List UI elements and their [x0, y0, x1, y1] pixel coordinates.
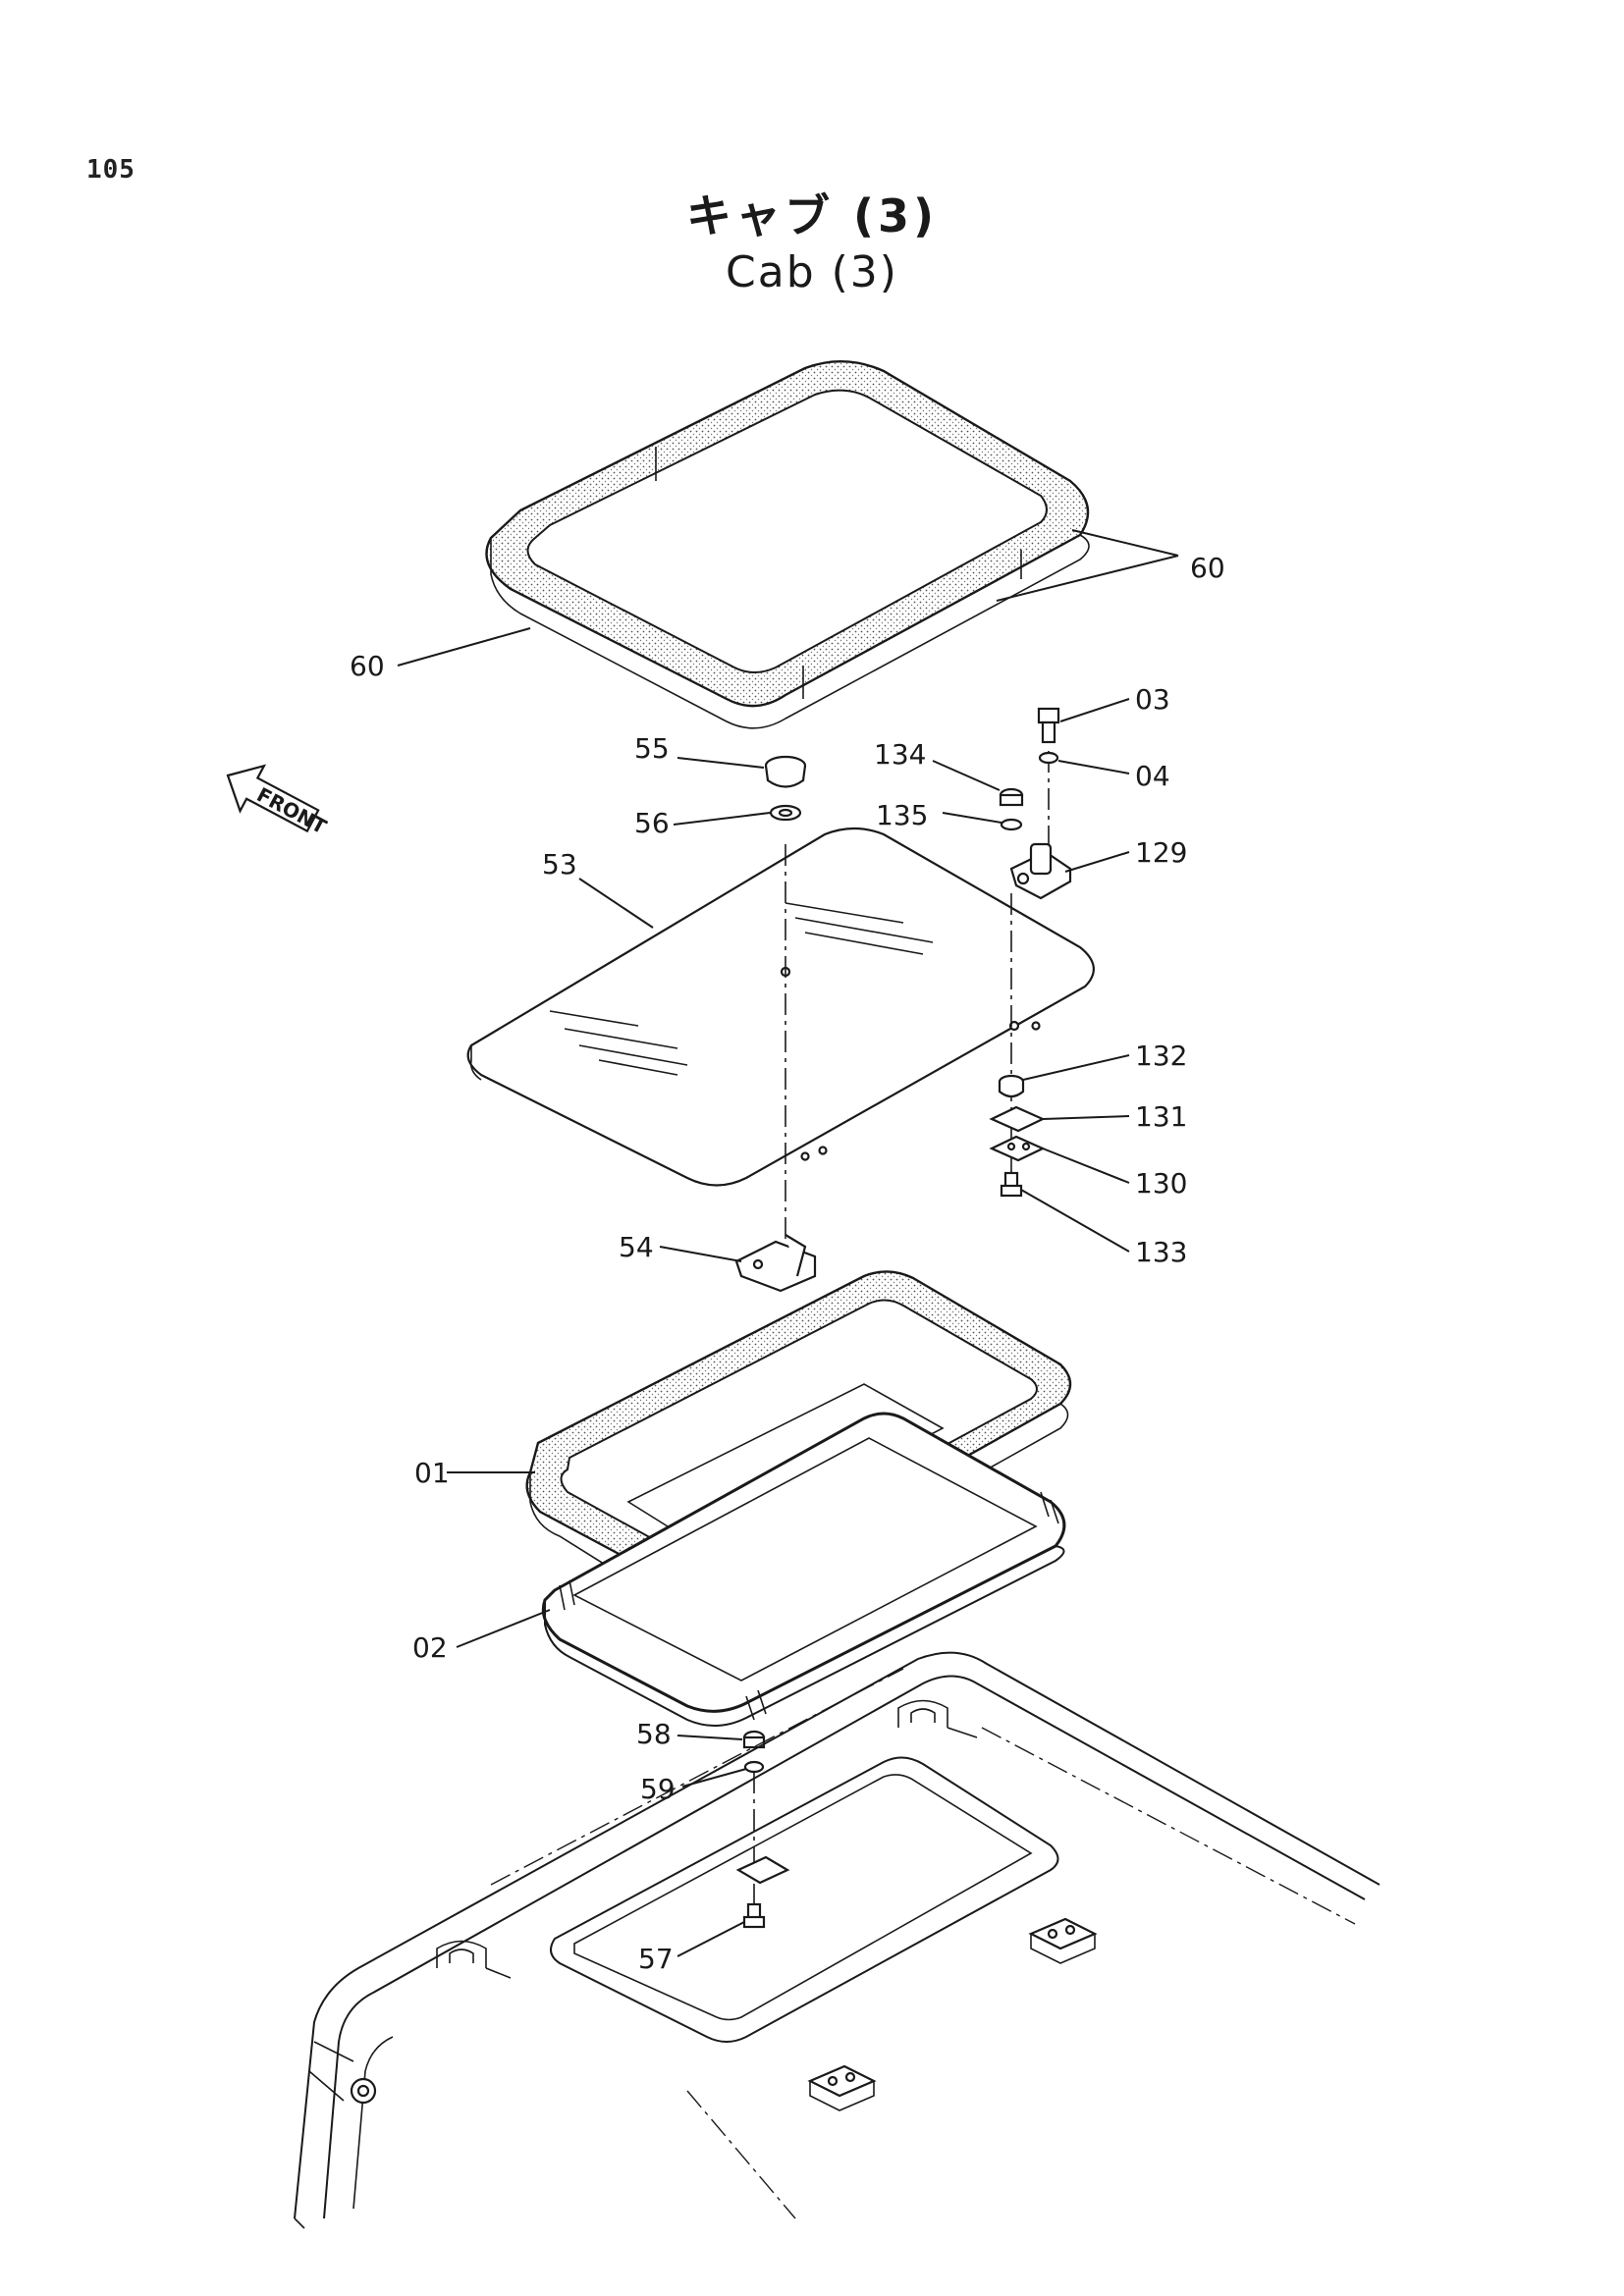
callout-133: 133	[1135, 1236, 1187, 1268]
callout-55: 55	[634, 732, 670, 765]
leader-lines	[397, 529, 1179, 1957]
part-56-bushing	[769, 804, 802, 822]
part-135-washer	[1000, 818, 1023, 831]
part-04-washer	[1038, 751, 1059, 765]
part-01-seal-frame	[525, 1270, 1072, 1619]
callout-57: 57	[638, 1943, 674, 1975]
callout-130: 130	[1135, 1167, 1187, 1200]
part-03-bolt	[1037, 707, 1060, 744]
callout-59: 59	[640, 1773, 676, 1805]
callout-135: 135	[876, 799, 928, 831]
part-55-knob	[764, 755, 807, 788]
part-58-nut	[742, 1730, 766, 1749]
callout-01: 01	[414, 1457, 450, 1489]
part-131-plate	[989, 1105, 1046, 1133]
callout-53: 53	[542, 848, 577, 881]
callout-04: 04	[1135, 760, 1170, 792]
callout-60b: 60	[1190, 552, 1225, 584]
part-57-screw	[742, 1902, 766, 1929]
part-53-glass-panel	[466, 827, 1095, 1187]
part-59-washer	[743, 1760, 765, 1774]
part-02-rubber-frame	[541, 1412, 1066, 1728]
front-arrow-icon: FRONT	[226, 764, 331, 838]
callout-131: 131	[1135, 1100, 1187, 1133]
page-number: 105	[86, 155, 135, 185]
callout-134: 134	[874, 738, 926, 771]
part-134-nut	[999, 787, 1024, 807]
part-130-plate	[989, 1135, 1046, 1162]
part-132-bushing	[998, 1074, 1025, 1098]
callout-60a: 60	[350, 650, 385, 682]
part-54-latch	[734, 1234, 817, 1293]
page-title-en: Cab (3)	[726, 247, 898, 297]
callout-54: 54	[619, 1231, 654, 1263]
callout-56: 56	[634, 807, 670, 839]
part-60-seal-frame	[485, 360, 1090, 729]
cab-roof-structure	[294, 1651, 1380, 2229]
part-129-hinge	[1009, 842, 1072, 900]
callout-58: 58	[636, 1718, 672, 1750]
page-title-jp: キャブ (3)	[685, 189, 939, 242]
callout-132: 132	[1135, 1040, 1187, 1072]
part-133-screw	[1000, 1171, 1023, 1198]
callout-129: 129	[1135, 836, 1187, 869]
callout-03: 03	[1135, 683, 1170, 716]
callout-02: 02	[412, 1631, 448, 1664]
mount-plate	[735, 1855, 790, 1885]
